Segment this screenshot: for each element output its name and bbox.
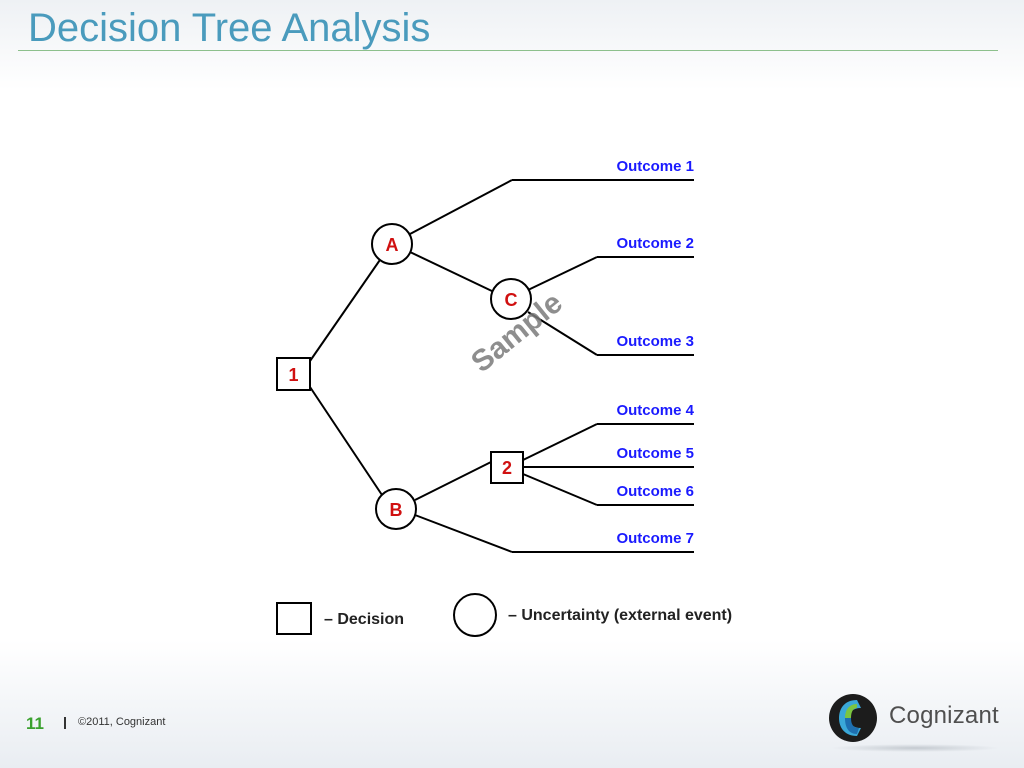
legend-decision-label: – Decision bbox=[324, 611, 404, 628]
copyright-text: ©2011, Cognizant bbox=[78, 716, 166, 728]
cognizant-logo-icon bbox=[829, 694, 877, 742]
decision-node-1-label: 1 bbox=[288, 365, 298, 385]
uncertainty-node-c-label: C bbox=[505, 290, 518, 310]
page-number: 11 bbox=[26, 714, 44, 733]
outcome-2-label: Outcome 2 bbox=[616, 235, 694, 252]
outcome-4-label: Outcome 4 bbox=[616, 402, 694, 419]
page-title: Decision Tree Analysis bbox=[28, 6, 431, 50]
uncertainty-node-a-label: A bbox=[386, 235, 399, 255]
uncertainty-node-a bbox=[371, 223, 413, 265]
decision-node-1 bbox=[276, 357, 311, 391]
uncertainty-node-c bbox=[490, 278, 532, 320]
branch-c-outcome2 bbox=[527, 256, 598, 291]
decision-node-2 bbox=[490, 451, 524, 484]
legend-uncertainty-label: – Uncertainty (external event) bbox=[508, 607, 732, 624]
outcome-7-label: Outcome 7 bbox=[616, 530, 694, 547]
branch-c-outcome3 bbox=[527, 311, 598, 356]
legend-decision-square bbox=[276, 602, 312, 635]
outcome-3-label: Outcome 3 bbox=[616, 333, 694, 350]
slide-footer: 11 ©2011, Cognizant Cognizant bbox=[0, 694, 1024, 768]
branch-a-outcome1 bbox=[409, 179, 513, 235]
decision-node-2-label: 2 bbox=[502, 458, 512, 478]
branch-1-a bbox=[309, 256, 383, 362]
outcome-6-label: Outcome 6 bbox=[616, 483, 694, 500]
decision-tree-diagram: 1 A C B 2 Outcome 1 Outcome 2 Outcome 3 … bbox=[276, 158, 732, 637]
logo-reflection bbox=[830, 744, 1000, 752]
uncertainty-node-b-label: B bbox=[390, 500, 403, 520]
branch-b-2 bbox=[414, 461, 492, 501]
outcome-1-label: Outcome 1 bbox=[616, 158, 694, 175]
branch-b-outcome7 bbox=[414, 514, 513, 553]
branch-a-c bbox=[409, 251, 495, 293]
footer-separator bbox=[64, 717, 66, 729]
cognizant-wordmark: Cognizant bbox=[889, 702, 999, 729]
branch-1-b bbox=[309, 386, 383, 496]
uncertainty-node-b bbox=[375, 488, 417, 530]
tree-branches bbox=[309, 179, 694, 553]
outcome-5-label: Outcome 5 bbox=[616, 445, 694, 462]
branch-2-outcome4 bbox=[522, 423, 598, 461]
title-divider bbox=[18, 50, 998, 51]
branch-2-outcome6 bbox=[522, 473, 598, 506]
legend-uncertainty-circle bbox=[453, 593, 497, 637]
